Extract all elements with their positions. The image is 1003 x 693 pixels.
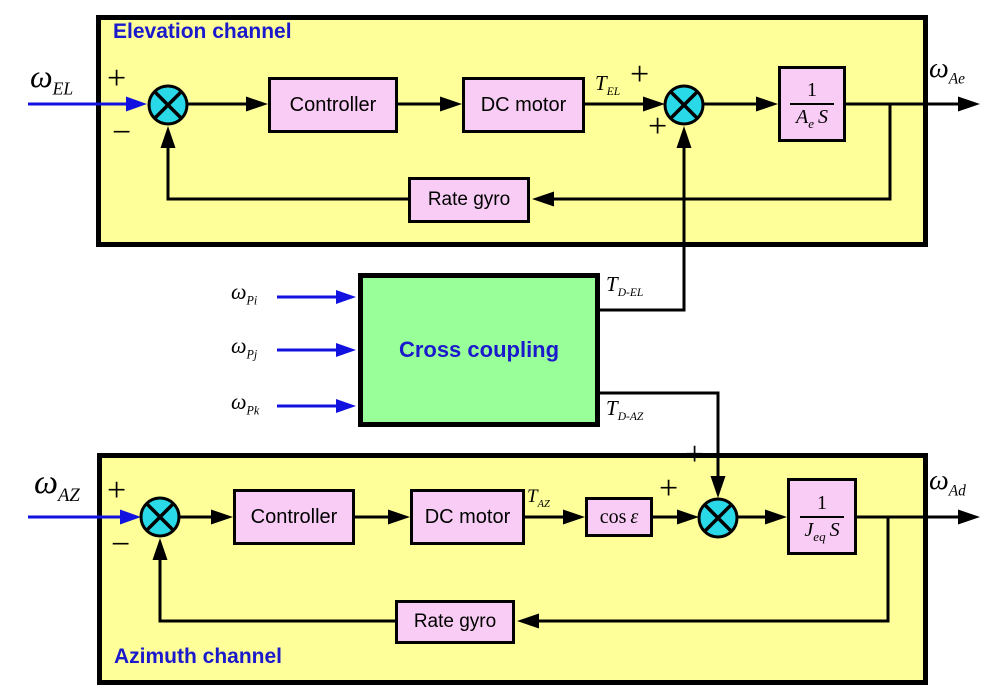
- t-d-az-label: TD-AZ: [606, 396, 644, 424]
- cos-arg: ε: [630, 505, 639, 528]
- block-label: Controller: [250, 505, 338, 528]
- block-label: DC motor: [424, 505, 511, 528]
- azimuth-rate-gyro-block: Rate gyro: [395, 600, 515, 644]
- elevation-sum1-minus-sign: −: [112, 114, 132, 151]
- azimuth-dc-motor-block: DC motor: [410, 489, 525, 545]
- omega-ae-label: ωAe: [929, 53, 966, 88]
- azimuth-sum1-plus-sign: +: [107, 472, 127, 509]
- arrowhead: [958, 96, 980, 112]
- fraction-numerator: 1: [817, 491, 827, 514]
- omega-ad-label: ωAd: [929, 465, 966, 500]
- omega-pk-label: ωPk: [231, 389, 260, 418]
- block-label: Rate gyro: [427, 189, 511, 210]
- block-label: Controller: [289, 93, 377, 116]
- omega-pi-label: ωPi: [231, 279, 258, 308]
- elevation-dc-motor-block: DC motor: [462, 77, 585, 133]
- block-label: DC motor: [480, 93, 567, 116]
- elevation-sum2-plus-bottom-sign: +: [648, 108, 668, 145]
- omega-pj-label: ωPj: [231, 333, 258, 362]
- den-s: S: [818, 106, 828, 128]
- arrowhead: [336, 290, 356, 304]
- elevation-controller-block: Controller: [268, 77, 398, 133]
- arrowhead: [336, 343, 356, 357]
- elevation-channel-title: Elevation channel: [113, 20, 292, 43]
- t-az-label: TAZ: [527, 486, 550, 510]
- fraction-numerator: 1: [807, 79, 817, 101]
- arrowhead: [336, 399, 356, 413]
- arrowhead: [958, 509, 980, 525]
- t-el-label: TEL: [595, 71, 621, 99]
- elevation-sum1-plus-sign: +: [107, 60, 127, 97]
- elevation-rate-gyro-block: Rate gyro: [408, 177, 530, 223]
- den-subscript: e: [808, 116, 814, 131]
- cross-coupling-title: Cross coupling: [398, 337, 560, 362]
- den-symbol: J: [804, 518, 814, 541]
- omega-az-label: ωAZ: [34, 464, 80, 506]
- omega-el-label: ωEL: [30, 58, 74, 99]
- fraction-bar: [800, 515, 844, 518]
- azimuth-channel-title: Azimuth channel: [114, 645, 283, 668]
- azimuth-sum1-minus-sign: −: [111, 526, 131, 563]
- cos-fn: cos: [599, 505, 627, 528]
- den-subscript: eq: [813, 528, 826, 544]
- elevation-sum2-plus-left-sign: +: [630, 56, 650, 93]
- azimuth-sum2-plus-left-sign: +: [659, 470, 679, 507]
- azimuth-sum2-plus-top-sign: +: [685, 436, 705, 473]
- den-s: S: [829, 518, 840, 541]
- fraction-bar: [790, 103, 834, 105]
- t-d-el-label: TD-EL: [606, 272, 644, 300]
- den-symbol: A: [796, 106, 809, 128]
- cross-coupling-box: Cross coupling: [358, 273, 600, 427]
- azimuth-controller-block: Controller: [233, 489, 355, 545]
- block-label: Rate gyro: [413, 611, 497, 632]
